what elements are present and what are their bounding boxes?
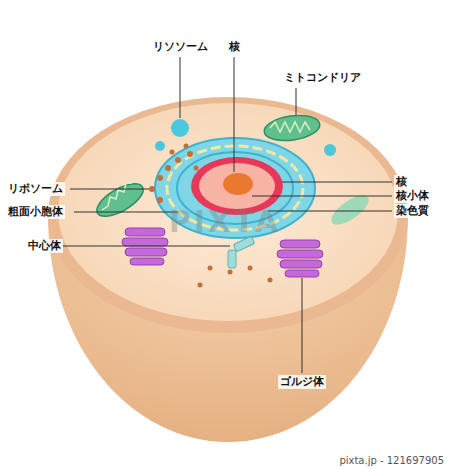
part-label: ゴルジ体 [278,375,326,389]
mitochondrion [263,112,322,144]
leader-lines [62,57,392,373]
mitochondrion [92,177,148,222]
lysosome [324,144,336,156]
chromatin [199,163,275,209]
cell-rim [48,97,408,333]
part-label: リソソーム [151,40,210,54]
cytoplasm [58,103,398,321]
part-label: 粗面小胞体 [6,205,65,219]
rough-er [155,138,315,238]
part-label: 核 [394,175,409,189]
part-label: 染色質 [394,204,431,218]
part-label: 核小体 [394,189,431,203]
centriole [228,236,255,268]
lysosome [155,141,165,151]
watermark: PIXTA [167,205,284,239]
part-label: 核 [227,40,242,54]
nucleolus [223,173,253,195]
lysosome [171,119,189,137]
part-label: ミトコンドリア [282,71,363,85]
part-label: 中心体 [26,239,63,253]
credit-text: pixta.jp - 121697905 [337,454,446,468]
part-label: リボソーム [6,182,65,196]
